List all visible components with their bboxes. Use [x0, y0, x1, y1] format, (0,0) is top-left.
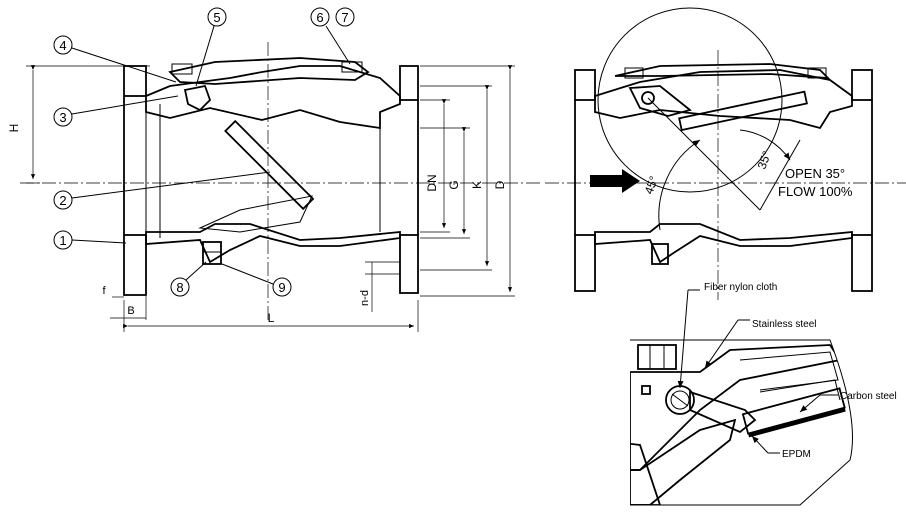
right-section-view: 45° 35° OPEN 35° FLOW 100% [545, 7, 906, 300]
callout-9: 9 [278, 280, 285, 295]
dim-DN: DN [425, 174, 439, 191]
callout-3: 3 [59, 110, 66, 125]
dim-B: B [127, 305, 134, 317]
label-epdm: EPDM [782, 449, 811, 460]
dim-H: H [7, 124, 21, 133]
flow-label: FLOW 100% [778, 184, 853, 199]
angle-45: 45° [642, 174, 661, 196]
callout-8: 8 [176, 280, 183, 295]
left-section-view: 4 5 6 7 3 2 1 8 9 [7, 7, 540, 332]
label-fiber-nylon-cloth: Fiber nylon cloth [704, 282, 777, 293]
dim-f: f [102, 285, 106, 297]
detail-view: Fiber nylon cloth Stainless steel Carbon… [630, 282, 897, 506]
callout-7: 7 [341, 10, 348, 25]
dim-G: G [447, 180, 461, 189]
callout-2: 2 [59, 193, 66, 208]
angle-35: 35° [755, 149, 774, 171]
dim-K: K [470, 181, 484, 189]
callout-6: 6 [316, 10, 323, 25]
dim-nd: n-d [359, 290, 371, 306]
label-carbon-steel: Carbon steel [840, 391, 897, 402]
open-label: OPEN 35° [785, 166, 845, 181]
label-stainless-steel: Stainless steel [752, 319, 816, 330]
callout-group: 4 5 6 7 3 2 1 8 9 [53, 7, 355, 297]
callout-5: 5 [213, 10, 220, 25]
dim-D: D [493, 180, 507, 189]
callout-1: 1 [59, 233, 66, 248]
callout-4: 4 [59, 38, 66, 53]
dim-L: L [268, 311, 275, 325]
